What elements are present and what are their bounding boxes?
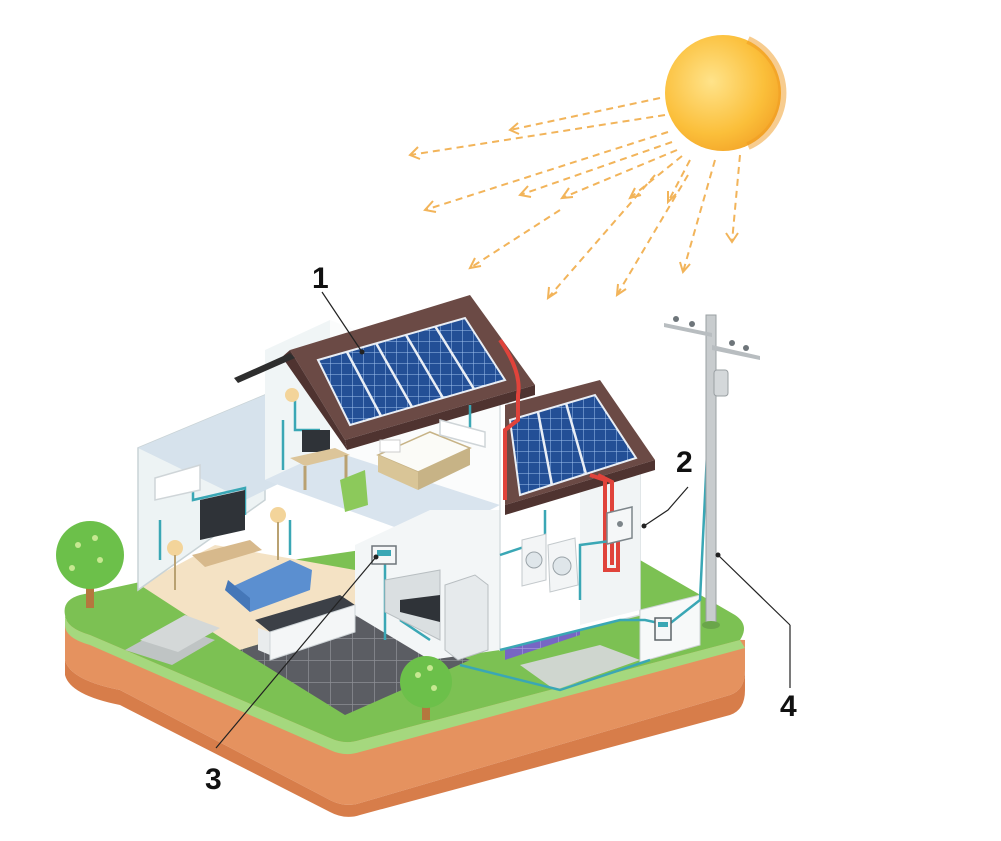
ray-arrowheads: [410, 123, 738, 298]
callout-3-consumer-unit: 3: [205, 763, 222, 796]
electricity-meter: [655, 618, 671, 640]
callout-4-utility-pole: 4: [780, 690, 797, 723]
callout-1-solar-panels: 1: [312, 262, 329, 295]
wall-lamp: [285, 388, 299, 402]
inverter: [607, 507, 632, 544]
sun: [665, 35, 782, 151]
callout-2-inverter: 2: [676, 446, 693, 479]
